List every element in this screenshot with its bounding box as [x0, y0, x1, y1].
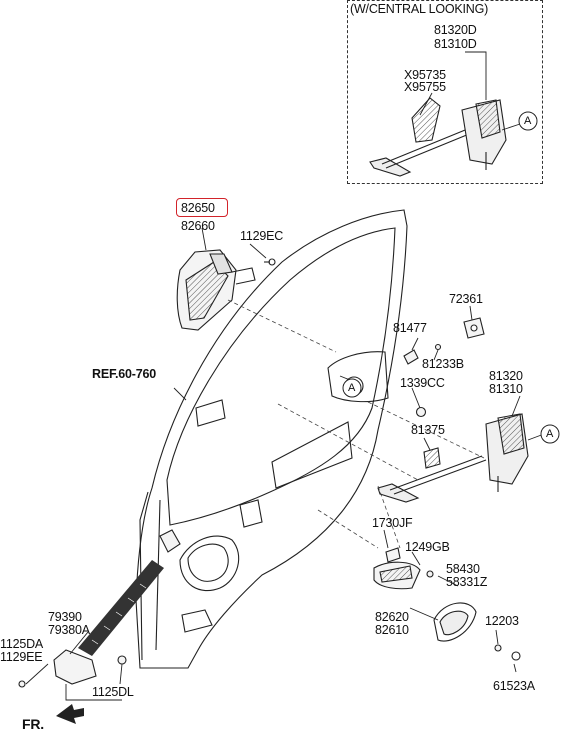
label-1339CC: 1339CC — [400, 376, 445, 390]
dashed-guides — [227, 299, 485, 549]
label-1129EE: 1129EE — [0, 650, 43, 664]
label-1730JF: 1730JF — [372, 516, 413, 530]
label-81375: 81375 — [411, 423, 445, 437]
weather-strip — [78, 560, 164, 656]
label-X95755: X95755 — [404, 80, 446, 94]
label-81477: 81477 — [393, 321, 427, 335]
label-82610: 82610 — [375, 623, 409, 637]
label-81320D: 81320D — [434, 23, 477, 37]
inset-title: (W/CENTRAL LOOKING) — [350, 2, 489, 16]
small-parts — [18, 317, 521, 688]
latch-assembly-main — [377, 413, 529, 503]
callout-circles — [342, 111, 560, 444]
label-1125DL: 1125DL — [92, 685, 134, 699]
label-82620: 82620 — [375, 610, 409, 624]
label-81233B: 81233B — [422, 357, 464, 371]
label-82650: 82650 — [181, 201, 215, 215]
label-1129EC: 1129EC — [240, 229, 284, 243]
door-panel — [135, 209, 408, 669]
front-direction-label: FR. — [22, 716, 44, 732]
label-79380A: 79380A — [48, 623, 90, 637]
label-82660: 82660 — [181, 219, 215, 233]
leader-lines — [25, 51, 545, 701]
inside-handle — [176, 249, 276, 331]
label-1125DA: 1125DA — [0, 637, 44, 651]
label-81310D: 81310D — [434, 37, 477, 51]
label-1249GB: 1249GB — [405, 540, 450, 554]
label-81320: 81320 — [489, 369, 523, 383]
label-58331Z: 58331Z — [446, 575, 488, 589]
latch-assembly-inset — [369, 97, 507, 177]
weather-strip-hatch — [91, 583, 147, 645]
highlight-box — [176, 198, 228, 217]
label-61523A: 61523A — [493, 679, 535, 693]
callout-a-door: A — [348, 382, 356, 394]
label-ref: REF.60-760 — [92, 367, 157, 381]
inset-frame — [347, 0, 543, 184]
label-79390: 79390 — [48, 610, 82, 624]
label-81310: 81310 — [489, 382, 523, 396]
label-X95735: X95735 — [404, 68, 446, 82]
callout-a-inset: A — [524, 115, 532, 127]
callout-a-latch: A — [546, 428, 554, 440]
label-12203: 12203 — [485, 614, 519, 628]
label-72361: 72361 — [449, 292, 483, 306]
label-58430: 58430 — [446, 562, 480, 576]
front-arrow-icon — [56, 704, 84, 724]
